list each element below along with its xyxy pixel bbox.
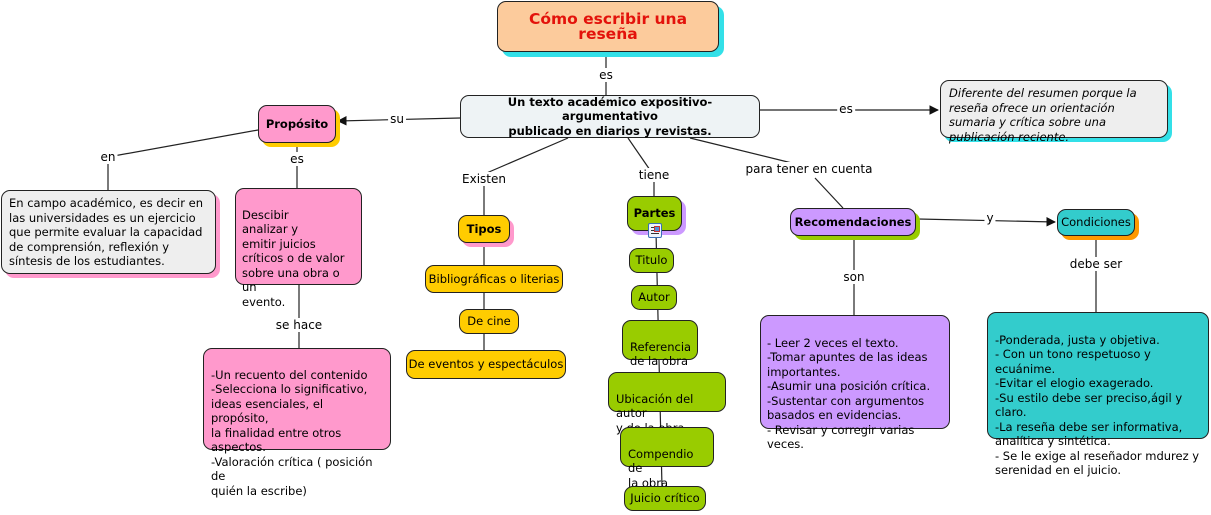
partes-item-label: Referencia de la obra (630, 339, 692, 369)
partes-node[interactable]: Partes (627, 196, 682, 231)
link-label-para-tener: para tener en cuenta (743, 162, 875, 176)
tipos-item[interactable]: De eventos y espectáculos (406, 350, 566, 379)
link-label-tiene: tiene (636, 168, 672, 182)
se-hace-node[interactable]: -Un recuento del contenido -Selecciona l… (203, 348, 391, 498)
link-label-debe-ser: debe ser (1067, 257, 1125, 271)
partes-item[interactable]: Autor (631, 285, 677, 310)
partes-item-label: Titulo (635, 253, 668, 268)
tipos-node[interactable]: Tipos (458, 215, 510, 243)
link-label-son: son (841, 270, 867, 284)
edge-def-paratener (689, 137, 801, 166)
diferencia-node[interactable]: Diferente del resumen porque la reseña o… (940, 80, 1168, 144)
tipos-item-label: Bibliográficas o literias (428, 271, 560, 286)
recomendaciones-list-node[interactable]: - Leer 2 veces el texto. -Tomar apuntes … (760, 315, 950, 451)
definicion-node[interactable]: Un texto académico expositivo-argumentat… (460, 95, 760, 138)
condiciones-node[interactable]: Condiciones (1057, 209, 1135, 236)
se-hace-text: -Un recuento del contenido -Selecciona l… (211, 367, 373, 498)
link-label-su: su (388, 112, 406, 126)
partes-item[interactable]: Titulo (629, 248, 674, 273)
edge-paratener-recom (814, 177, 844, 209)
proposito-text: Propósito (265, 116, 329, 131)
condiciones-list-text: -Ponderada, justa y objetiva. - Con un t… (995, 332, 1200, 478)
link-label-es-title: es (597, 68, 615, 82)
tipos-item-label: De cine (467, 314, 511, 329)
edge-def-tiene (627, 137, 651, 171)
campo-node[interactable]: En campo académico, es decir en las univ… (1, 190, 216, 274)
campo-text: En campo académico, es decir en las univ… (9, 196, 203, 268)
describir-node[interactable]: Descibir analizar y emitir juicios críti… (235, 188, 362, 309)
partes-item[interactable]: Compendio de la obra (620, 427, 714, 490)
link-label-en: en (98, 150, 118, 164)
partes-item[interactable]: Referencia de la obra (622, 320, 698, 368)
link-label-es-proposito: es (288, 152, 306, 166)
edge-proposito-en (107, 129, 259, 158)
recomendaciones-text: Recomendaciones (794, 214, 912, 229)
tipos-item[interactable]: De cine (459, 309, 519, 334)
proposito-node[interactable]: Propósito (258, 105, 336, 143)
tipos-item-label: De eventos y espectáculos (408, 357, 564, 372)
edge-def-existen (481, 137, 569, 176)
link-label-es-diferencia: es (837, 102, 855, 116)
link-label-existen: Existen (460, 172, 508, 186)
recomendaciones-node[interactable]: Recomendaciones (790, 208, 916, 236)
document-resource-icon[interactable] (648, 223, 662, 238)
link-label-y: y (984, 211, 996, 225)
recomendaciones-list-text: - Leer 2 veces el texto. -Tomar apuntes … (767, 335, 931, 452)
partes-text: Partes (633, 206, 676, 221)
partes-item[interactable]: Juicio crítico (624, 486, 706, 511)
title-node[interactable]: Cómo escribir una reseña (497, 1, 719, 52)
tipos-text: Tipos (466, 221, 502, 236)
partes-item-label: Juicio crítico (630, 491, 700, 506)
link-label-se-hace: se hace (273, 318, 325, 332)
condiciones-text: Condiciones (1061, 215, 1131, 230)
condiciones-list-node[interactable]: -Ponderada, justa y objetiva. - Con un t… (987, 312, 1209, 477)
tipos-item[interactable]: Bibliográficas o literias (425, 265, 563, 293)
diferencia-text: Diferente del resumen porque la reseña o… (949, 86, 1137, 144)
partes-item[interactable]: Ubicación del autor y de la obra (608, 372, 726, 435)
title-text: Cómo escribir una reseña (528, 10, 688, 43)
definicion-text: Un texto académico expositivo-argumentat… (507, 94, 713, 138)
describir-text: Descibir analizar y emitir juicios críti… (242, 207, 345, 309)
partes-item-label: Autor (638, 290, 670, 305)
